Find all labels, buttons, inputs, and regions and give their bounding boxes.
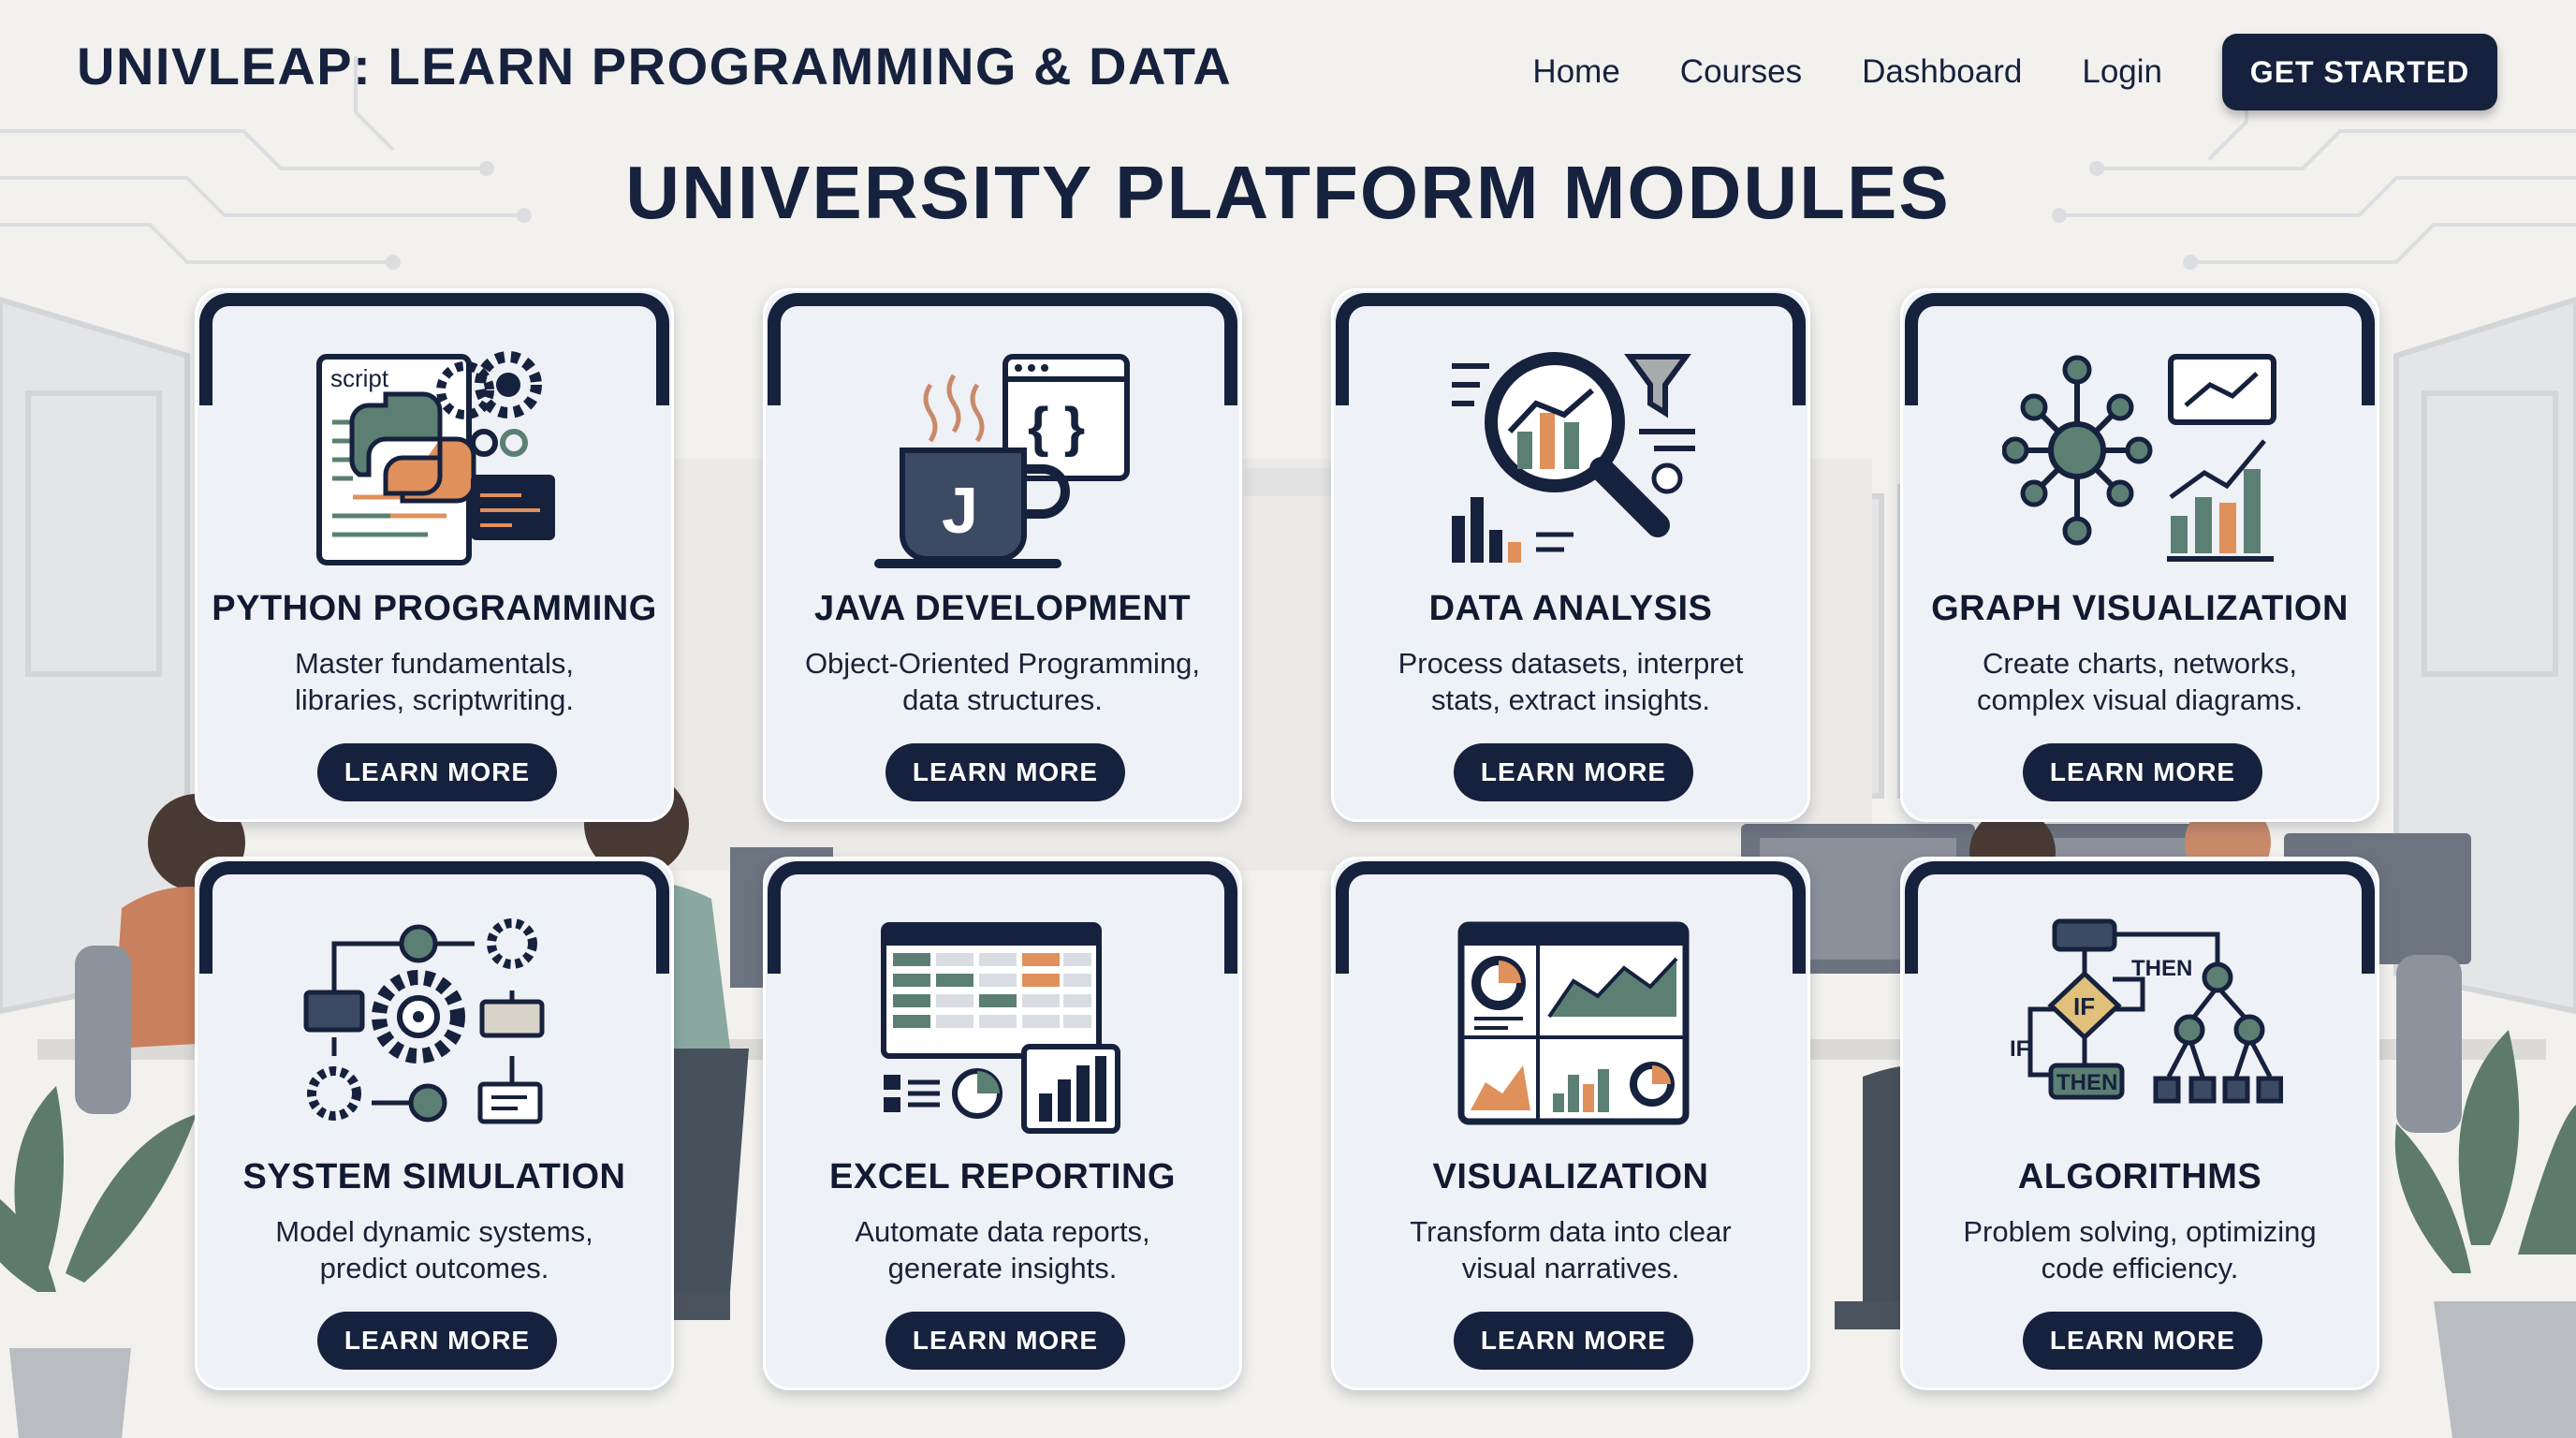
module-description: Problem solving, optimizing code efficie…: [1912, 1213, 2367, 1286]
module-description: Master fundamentals, libraries, scriptwr…: [207, 645, 662, 718]
brand-title: UNIVLEAP: LEARN PROGRAMMING & DATA: [77, 37, 1233, 95]
if-label-secondary: IF: [2010, 1036, 2029, 1062]
module-card-java[interactable]: { } J JAVA DEVELOPMENT Object-Oriented P…: [763, 288, 1242, 822]
module-title: JAVA DEVELOPMENT: [813, 589, 1192, 628]
module-card-graph-visualization[interactable]: GRAPH VISUALIZATION Create charts, netwo…: [1900, 288, 2379, 822]
module-title: PYTHON PROGRAMMING: [212, 589, 657, 628]
learn-more-button[interactable]: LEARN MORE: [2023, 1312, 2262, 1370]
module-title: DATA ANALYSIS: [1428, 589, 1713, 628]
module-description: Transform data into clear visual narrati…: [1343, 1213, 1798, 1286]
learn-more-button[interactable]: LEARN MORE: [886, 743, 1125, 801]
card-frame: [199, 861, 669, 974]
description-line: generate insights.: [887, 1252, 1118, 1284]
card-frame: [1905, 861, 2375, 974]
gears-flow-icon: [303, 918, 545, 1124]
nav-home[interactable]: Home: [1532, 53, 1620, 90]
circuit-pattern: [0, 56, 2576, 264]
module-description: Automate data reports, generate insights…: [775, 1213, 1230, 1286]
description-line: data structures.: [902, 683, 1103, 716]
description-line: Automate data reports,: [855, 1215, 1150, 1248]
if-label: IF: [2073, 992, 2095, 1020]
then-label: THEN: [2131, 956, 2192, 981]
module-card-system-simulation[interactable]: SYSTEM SIMULATION Model dynamic systems,…: [195, 857, 674, 1390]
description-line: Problem solving, optimizing: [1963, 1215, 2317, 1248]
flowchart-tree-icon: IF THEN IF THEN: [2010, 918, 2283, 1104]
then-box-label: THEN: [2056, 1070, 2117, 1095]
module-title: VISUALIZATION: [1432, 1157, 1709, 1196]
card-frame: [1905, 293, 2375, 405]
get-started-button[interactable]: GET STARTED: [2222, 34, 2497, 110]
svg-text:{ }: { }: [1028, 397, 1085, 458]
learn-more-button[interactable]: LEARN MORE: [1454, 743, 1693, 801]
description-line: Object-Oriented Programming,: [804, 647, 1201, 680]
description-line: code efficiency.: [2041, 1252, 2239, 1284]
module-description: Model dynamic systems, predict outcomes.: [207, 1213, 662, 1286]
java-j-letter: J: [942, 474, 978, 547]
description-line: libraries, scriptwriting.: [294, 683, 574, 716]
description-line: Transform data into clear: [1410, 1215, 1732, 1248]
module-card-data-analysis[interactable]: DATA ANALYSIS Process datasets, interpre…: [1331, 288, 1810, 822]
description-line: Model dynamic systems,: [275, 1215, 593, 1248]
learn-more-button[interactable]: LEARN MORE: [2023, 743, 2262, 801]
network-graph-icon: [2002, 354, 2276, 562]
description-line: Create charts, networks,: [1983, 647, 2297, 680]
top-nav: Home Courses Dashboard Login GET STARTED: [1532, 34, 2497, 110]
module-card-algorithms[interactable]: IF THEN IF THEN ALGORITHMS Problem solvi…: [1900, 857, 2379, 1390]
spreadsheet-icon: [881, 922, 1120, 1134]
description-line: stats, extract insights.: [1430, 683, 1711, 716]
module-title: SYSTEM SIMULATION: [242, 1157, 626, 1196]
card-frame: [768, 293, 1237, 405]
module-title: GRAPH VISUALIZATION: [1931, 589, 2349, 628]
nav-login[interactable]: Login: [2082, 53, 2162, 90]
description-line: visual narratives.: [1461, 1252, 1680, 1284]
description-line: Master fundamentals,: [294, 647, 575, 680]
nav-courses[interactable]: Courses: [1679, 53, 1803, 90]
nav-dashboard[interactable]: Dashboard: [1862, 53, 2023, 90]
module-title: ALGORITHMS: [2017, 1157, 2262, 1196]
description-line: complex visual diagrams.: [1976, 683, 2304, 716]
module-card-python[interactable]: script PYTHON PROGRAMMING Master fundame…: [195, 288, 674, 822]
learn-more-button[interactable]: LEARN MORE: [886, 1312, 1125, 1370]
magnifier-chart-icon: [1452, 352, 1695, 563]
module-description: Process datasets, interpret stats, extra…: [1343, 645, 1798, 718]
page-title: UNIVERSITY PLATFORM MODULES: [625, 151, 1951, 234]
learn-more-button[interactable]: LEARN MORE: [1454, 1312, 1693, 1370]
module-title: EXCEL REPORTING: [829, 1157, 1176, 1196]
module-description: Create charts, networks, complex visual …: [1912, 645, 2367, 718]
card-frame: [1336, 861, 1806, 974]
java-coffee-cup-icon: { } J: [874, 354, 1130, 568]
module-card-visualization[interactable]: VISUALIZATION Transform data into clear …: [1331, 857, 1810, 1390]
script-label: script: [330, 364, 389, 392]
python-script-icon: script: [316, 351, 555, 565]
module-card-excel-reporting[interactable]: EXCEL REPORTING Automate data reports, g…: [763, 857, 1242, 1390]
learn-more-button[interactable]: LEARN MORE: [317, 743, 557, 801]
card-frame: [1336, 293, 1806, 405]
module-description: Object-Oriented Programming, data struct…: [775, 645, 1230, 718]
card-frame: [199, 293, 669, 405]
learn-more-button[interactable]: LEARN MORE: [317, 1312, 557, 1370]
dashboard-icon: [1457, 921, 1690, 1125]
card-frame: [768, 861, 1237, 974]
description-line: Process datasets, interpret: [1398, 647, 1744, 680]
description-line: predict outcomes.: [319, 1252, 549, 1284]
